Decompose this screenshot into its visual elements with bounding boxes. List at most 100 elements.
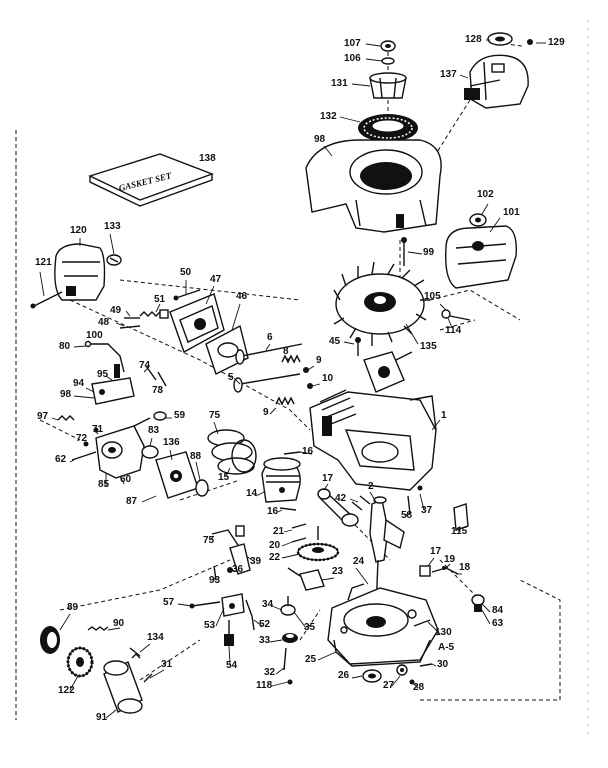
cylinder-block-1 [309, 389, 437, 491]
screw-31 [143, 673, 153, 683]
part-label-p17b: 17 [430, 546, 442, 557]
air-cleaner-120 [54, 243, 106, 301]
pin-134 [129, 647, 141, 659]
part-label-p32: 32 [264, 667, 276, 678]
part-label-p102: 102 [477, 189, 494, 200]
ring-88 [195, 479, 209, 497]
part-label-p128: 128 [465, 34, 482, 45]
linkage-100 [84, 340, 125, 373]
piston-14 [261, 457, 301, 503]
part-label-p18: 18 [459, 562, 471, 573]
pin-16b [279, 507, 297, 511]
part-label-p100: 100 [86, 330, 103, 341]
part-label-pA5: A-5 [438, 642, 455, 653]
governor-lever-39 [211, 525, 251, 575]
part-label-p6: 6 [267, 332, 273, 343]
part-label-p59: 59 [174, 410, 186, 421]
cylinder-91 [103, 660, 143, 714]
screws-58-37 [407, 485, 423, 515]
part-label-p85: 85 [98, 479, 110, 490]
part-label-p27: 27 [383, 680, 395, 691]
plate-47 [169, 293, 225, 354]
part-label-p121: 121 [35, 257, 52, 268]
part-label-p25: 25 [305, 654, 317, 665]
part-label-p74: 74 [139, 360, 151, 371]
part-label-p88: 88 [190, 451, 202, 462]
part-label-p122: 122 [58, 685, 75, 696]
part-label-p115: 115 [451, 526, 468, 537]
bolt-105-114 [441, 309, 471, 321]
nut-102 [469, 213, 487, 227]
screw-57 [189, 601, 221, 609]
tappets-20-21 [291, 523, 307, 543]
part-label-p101: 101 [503, 207, 520, 218]
part-label-p30: 30 [437, 659, 449, 670]
part-label-p37: 37 [421, 505, 433, 516]
part-label-p20: 20 [269, 540, 281, 551]
screen-128 [487, 32, 513, 46]
valve-6 [235, 343, 303, 365]
part-label-p80: 80 [59, 341, 71, 352]
part-label-p53: 53 [204, 620, 216, 631]
part-label-p24: 24 [353, 556, 365, 567]
part-label-p46: 46 [236, 291, 248, 302]
screw-129 [527, 39, 533, 45]
governor-parts-17-19-18 [419, 565, 459, 577]
part-label-p14: 14 [246, 488, 258, 499]
bolt-130 [413, 619, 431, 627]
screws-48-49 [119, 317, 141, 329]
part-label-p33: 33 [259, 635, 271, 646]
part-label-p118: 118 [256, 680, 273, 691]
muffler-101 [445, 225, 517, 289]
spring-97 [57, 415, 75, 421]
part-label-p89: 89 [67, 602, 79, 613]
plug-84-63 [471, 594, 485, 612]
screw-99 [401, 237, 407, 266]
spring-51 [139, 309, 169, 319]
part-label-p16b: 16 [267, 506, 279, 517]
assembly-guide-lines [15, 41, 561, 720]
governor-23 [287, 567, 325, 591]
camshaft-gear-22 [296, 526, 340, 562]
part-label-p98: 98 [314, 134, 326, 145]
part-label-p54: 54 [226, 660, 238, 671]
part-label-p16a: 16 [302, 446, 314, 457]
part-label-p107: 107 [344, 38, 361, 49]
part-label-p132: 132 [320, 111, 337, 122]
bracket-136 [155, 451, 199, 499]
nut-107 [380, 40, 396, 52]
part-label-p99: 99 [423, 247, 435, 258]
crankshaft-2 [369, 496, 405, 611]
leader-lines [39, 39, 546, 719]
carburetor-60 [95, 417, 151, 479]
part-label-p114: 114 [445, 325, 462, 336]
gear-122 [66, 646, 94, 678]
retainers-9-10 [303, 367, 313, 389]
part-label-p47: 47 [210, 274, 222, 285]
part-label-p93: 93 [209, 575, 221, 586]
part-label-p50: 50 [180, 267, 192, 278]
pin-16a [283, 451, 301, 455]
part-label-p136: 136 [163, 437, 180, 448]
part-label-p129: 129 [548, 37, 565, 48]
blower-housing-98 [305, 139, 442, 233]
starter-cup-132 [358, 114, 418, 142]
part-label-p42: 42 [335, 493, 347, 504]
part-label-p26: 26 [338, 670, 350, 681]
bracket-53 [221, 593, 245, 617]
rod-bolts-42 [351, 495, 371, 511]
gasket-83 [141, 445, 159, 459]
part-label-p9b: 9 [263, 407, 269, 418]
bracket-115 [453, 503, 469, 531]
clip-59 [153, 411, 167, 421]
part-label-p52: 52 [259, 619, 271, 630]
part-label-p49: 49 [110, 305, 122, 316]
part-label-p35: 35 [304, 622, 316, 633]
part-label-p137: 137 [440, 69, 457, 80]
breather-assembly-75 [207, 429, 257, 475]
valve-5 [233, 373, 301, 393]
spring-9 [275, 396, 295, 406]
part-label-p87: 87 [126, 496, 138, 507]
